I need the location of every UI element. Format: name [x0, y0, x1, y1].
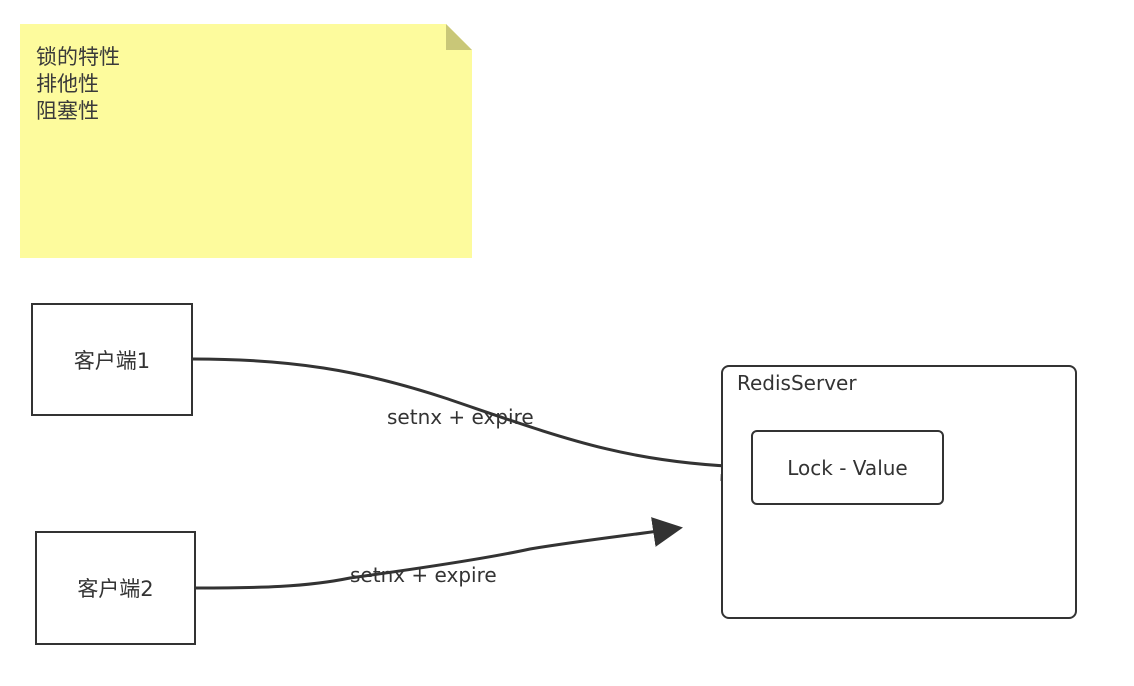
- connector-client1-to-lock: [192, 357, 751, 482]
- note-line-lock-properties: 锁的特性: [36, 45, 120, 69]
- sticky-note: [20, 24, 472, 258]
- lock-value-node: Lock - Value: [751, 430, 944, 505]
- sticky-note-text: 锁的特性 排他性 阻塞性: [36, 44, 120, 125]
- client-2-node: 客户端2: [35, 531, 196, 645]
- edge-label-top: setnx + expire: [387, 405, 534, 429]
- edge-label-bottom: setnx + expire: [350, 563, 497, 587]
- note-line-blocking: 阻塞性: [36, 99, 99, 123]
- note-line-exclusive: 排他性: [36, 72, 99, 96]
- client-1-node: 客户端1: [31, 303, 193, 416]
- redis-server-label: RedisServer: [737, 371, 857, 395]
- connector-client2-to-redis: [195, 517, 683, 590]
